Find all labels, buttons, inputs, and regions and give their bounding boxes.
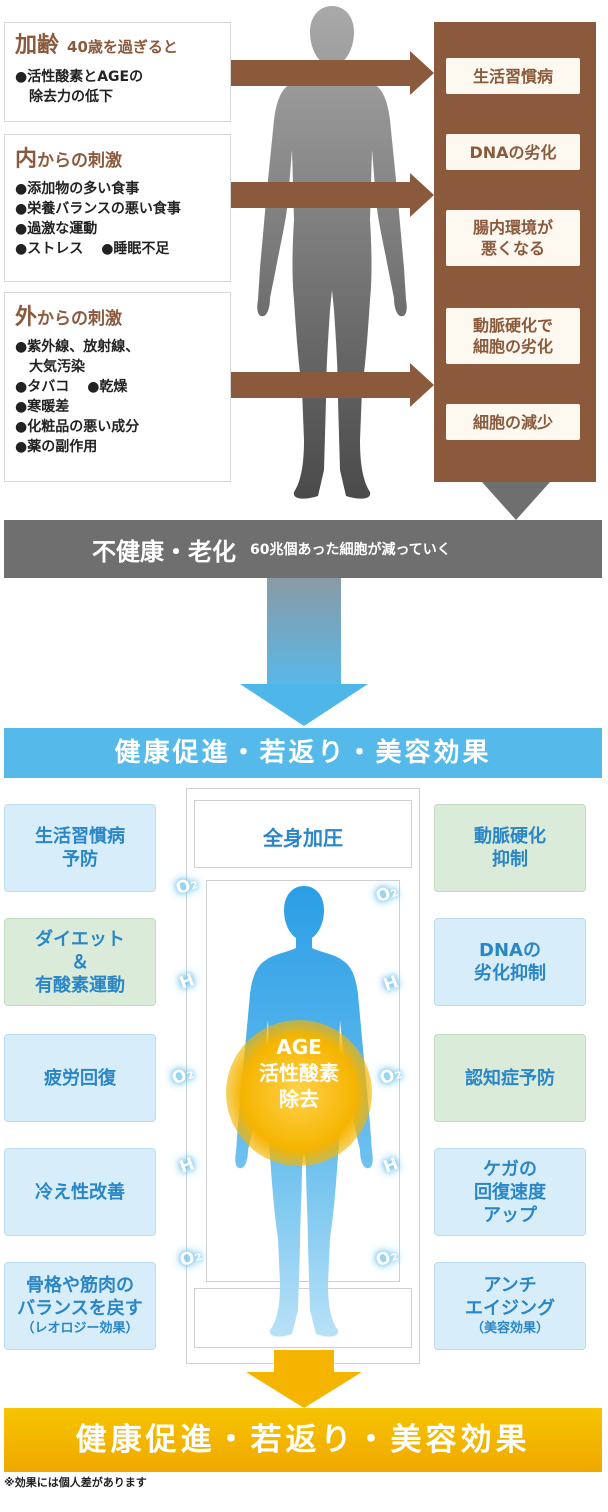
capsule-bottom-panel — [194, 1288, 412, 1348]
result-gut-environment: 腸内環境が 悪くなる — [446, 210, 580, 266]
cause-external-title-big: 外 — [15, 305, 38, 330]
effect-dna-degradation-suppression: DNAの 劣化抑制 — [434, 918, 586, 1006]
arrow-aging-head-icon — [410, 51, 434, 95]
arrow-external-head-icon — [410, 363, 434, 407]
list-item: ●寒暖差 — [15, 399, 70, 415]
cause-internal-box: 内からの刺激 ●添加物の多い食事 ●栄養バランスの悪い食事 ●過激な運動 ●スト… — [4, 134, 231, 282]
result-cell-decrease: 細胞の減少 — [446, 404, 580, 440]
final-benefit-band: 健康促進・若返り・美容効果 — [4, 1408, 602, 1472]
effect-lifestyle-disease-prevention: 生活習慣病 予防 — [4, 804, 156, 892]
list-item: ●化粧品の悪い成分 — [15, 419, 140, 435]
cause-internal-title: からの刺激 — [37, 151, 123, 171]
list-item: 大気汚染 — [15, 359, 85, 375]
cause-aging-box: 加齢 40歳を過ぎると ●活性酸素とAGEの 除去力の低下 — [4, 22, 231, 122]
arrow-external-bar — [231, 372, 411, 398]
human-silhouette-grey — [257, 6, 407, 499]
list-item: ●乾燥 — [87, 379, 128, 395]
cause-aging-subtitle: 40歳を過ぎると — [67, 38, 178, 56]
arrow-internal-head-icon — [410, 173, 434, 217]
unhealthy-aging-band: 不健康・老化 60兆個あった細胞が減っていく — [4, 520, 602, 578]
list-item: ●栄養バランスの悪い食事 — [15, 201, 181, 217]
down-arrow-yellow-icon — [246, 1372, 362, 1408]
result-dna-degradation: DNAの劣化 — [446, 134, 580, 170]
unhealthy-aging-title: 不健康・老化 — [92, 537, 236, 566]
down-arrow-yellow-stem — [274, 1350, 334, 1374]
list-item: ●活性酸素とAGEの — [15, 69, 144, 85]
cause-external-title: からの刺激 — [37, 309, 123, 329]
age-removal-text: AGE 活性酸素 除去 — [259, 1035, 339, 1111]
effect-diet-aerobic: ダイエット ＆ 有酸素運動 — [4, 918, 156, 1006]
results-column: 生活習慣病 DNAの劣化 腸内環境が 悪くなる 動脈硬化で 細胞の劣化 細胞の減… — [434, 22, 596, 482]
cause-internal-title-big: 内 — [15, 147, 38, 172]
list-item: ●睡眠不足 — [101, 241, 170, 257]
unhealthy-aging-subtitle: 60兆個あった細胞が減っていく — [250, 542, 451, 558]
capsule-label: 全身加圧 — [263, 826, 343, 850]
effect-dementia-prevention: 認知症予防 — [434, 1034, 586, 1122]
list-item: ●タバコ — [15, 379, 70, 395]
list-item: ●過激な運動 — [15, 221, 98, 237]
effect-cold-improvement: 冷え性改善 — [4, 1148, 156, 1236]
effect-injury-recovery: ケガの 回復速度 アップ — [434, 1148, 586, 1236]
capsule-inner-frame — [206, 880, 400, 1282]
arrow-aging-bar — [231, 60, 411, 86]
arrow-internal-bar — [231, 182, 411, 208]
effect-arteriosclerosis-suppression: 動脈硬化 抑制 — [434, 804, 586, 892]
down-arrow-blue-icon — [240, 684, 368, 726]
list-item: ●ストレス — [15, 241, 84, 257]
disclaimer-note: ※効果には個人差があります — [4, 1476, 147, 1489]
result-arteriosclerosis: 動脈硬化で 細胞の劣化 — [446, 308, 580, 364]
cause-external-box: 外からの刺激 ●紫外線、放射線、 大気汚染 ●タバコ ●乾燥 ●寒暖差 ●化粧品の… — [4, 292, 231, 482]
cause-aging-title: 加齢 — [15, 33, 60, 58]
down-arrow-grey-icon — [482, 482, 550, 520]
list-item: ●紫外線、放射線、 — [15, 339, 140, 355]
list-item: 除去力の低下 — [15, 89, 113, 105]
list-item: ●添加物の多い食事 — [15, 181, 140, 197]
age-removal-glow — [226, 1020, 372, 1166]
capsule-top-panel — [194, 800, 412, 868]
list-item: ●薬の副作用 — [15, 439, 98, 455]
effect-anti-aging: アンチ エイジング （美容効果） — [434, 1262, 586, 1350]
down-arrow-blue-stem — [267, 578, 341, 686]
benefit-title-band: 健康促進・若返り・美容効果 — [4, 728, 602, 778]
effect-fatigue-recovery: 疲労回復 — [4, 1034, 156, 1122]
result-lifestyle-disease: 生活習慣病 — [446, 58, 580, 94]
effect-skeletal-balance: 骨格や筋肉の バランスを戻す （レオロジー効果） — [4, 1262, 156, 1350]
